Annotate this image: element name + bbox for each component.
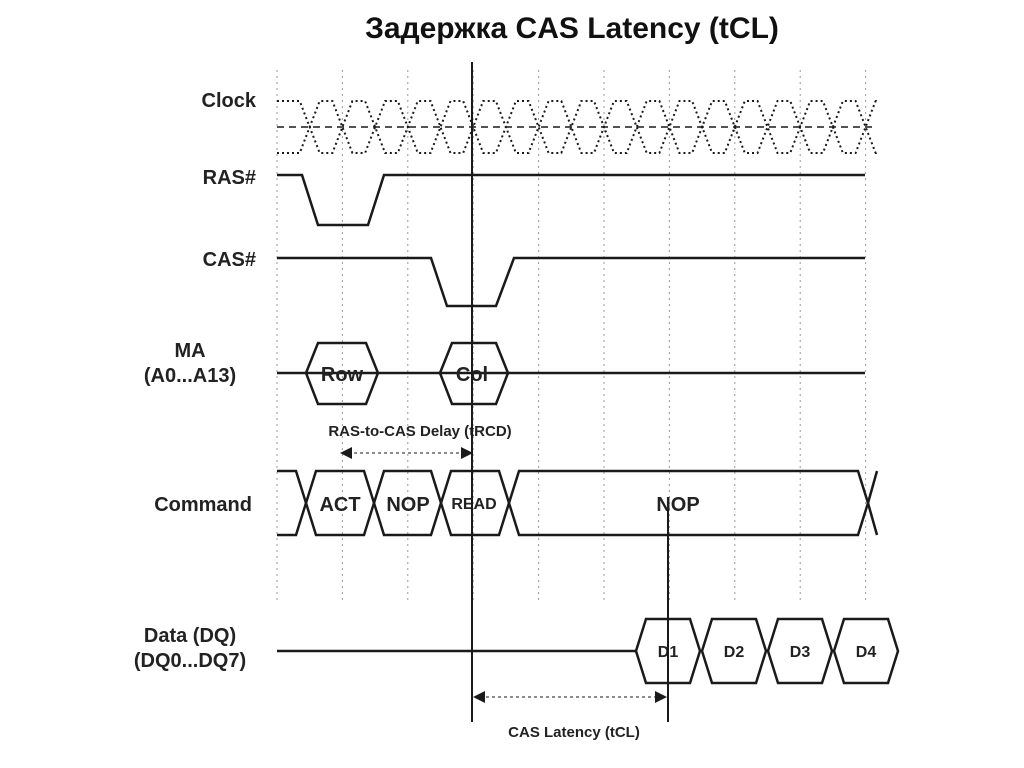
ma-row-box: Row (304, 341, 380, 406)
diagram-title: Задержка CAS Latency (tCL) (365, 12, 779, 45)
tcl-arrow-right (655, 691, 667, 703)
clock-grid-lines (276, 70, 867, 600)
clock-trace-positive (277, 100, 878, 154)
ras-waveform (277, 173, 865, 227)
command-read-box: READ (439, 469, 511, 537)
data-word-box: D3 (766, 617, 834, 685)
clock-waveform (277, 100, 878, 154)
data-word-box: D4 (832, 617, 900, 685)
data-word-label: D4 (856, 644, 877, 661)
tcl-annotation: CAS Latency (tCL) (508, 724, 640, 741)
clock-label: Clock (202, 90, 257, 112)
nop-label-2: NOP (656, 494, 699, 516)
ma-label-line2: (A0...A13) (144, 365, 236, 387)
trcd-arrow-left (340, 447, 352, 459)
ma-label-line1: MA (174, 340, 205, 362)
command-nop-box: NOP (372, 469, 443, 537)
command-end-cross (866, 470, 879, 536)
clock-trace-negative (277, 100, 878, 154)
data-word-label: D3 (790, 644, 811, 661)
nop-label-1: NOP (386, 494, 429, 516)
trcd-annotation: RAS-to-CAS Delay (tRCD) (328, 423, 511, 440)
data-word-label: D2 (724, 644, 745, 661)
command-nop-long-box: NOP (507, 469, 870, 537)
command-start-segment (277, 469, 308, 537)
data-label-line1: Data (DQ) (144, 625, 236, 647)
command-act-box: ACT (304, 469, 376, 537)
cas-waveform (277, 256, 865, 308)
ras-label: RAS# (203, 167, 256, 189)
data-label-line2: (DQ0...DQ7) (134, 650, 246, 672)
tcl-arrow-left (473, 691, 485, 703)
act-label: ACT (319, 494, 360, 516)
command-label: Command (154, 494, 252, 516)
cas-label: CAS# (203, 249, 256, 271)
read-label: READ (451, 496, 496, 513)
trcd-arrow-right (461, 447, 473, 459)
command-bus: ACT NOP READ NOP (277, 469, 879, 537)
data-word-box: D2 (700, 617, 768, 685)
row-label: Row (321, 364, 364, 386)
